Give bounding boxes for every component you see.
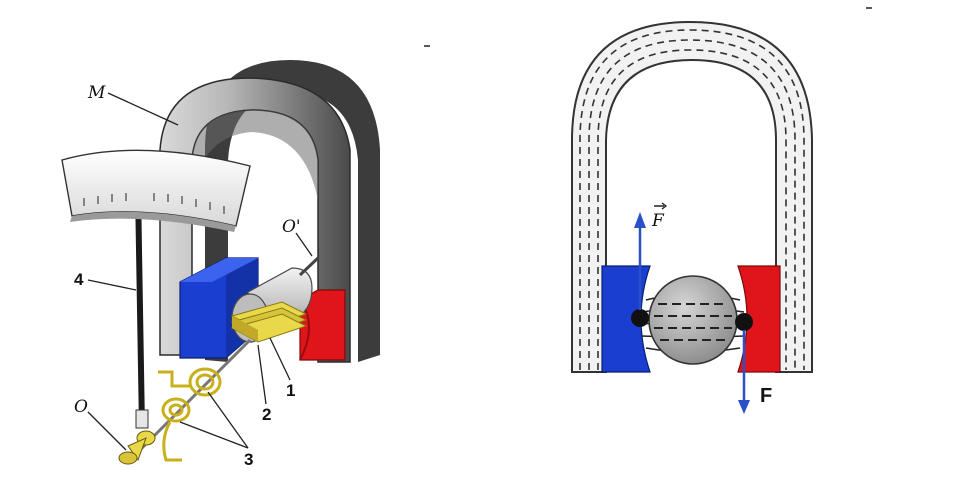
axis-top-line [298,256,320,277]
shaft [138,338,252,452]
force-up-arrow [634,212,646,310]
label-core: 2 [262,405,271,424]
label-springs: 3 [244,450,253,469]
label-axis-top: O' [282,217,301,237]
label-force-down: F [760,385,772,407]
horseshoe-outline [571,20,813,373]
spiral-springs [158,367,222,462]
conductor-left [631,309,649,327]
label-magnet: M [87,83,106,103]
scale-dial [61,149,251,232]
force-down-arrow [738,330,750,414]
core-circle [648,275,738,365]
moving-coil [230,301,308,343]
south-pole [737,265,781,373]
core-dashes [654,303,732,341]
arrow-icon [634,212,646,228]
galvanometer-3d: M O' 4 O 1 2 3 [61,60,380,469]
magnet-cross-section: F F [571,20,813,414]
label-axis-bottom: O [74,397,88,417]
force-up-label-group: F [651,202,667,231]
label-pointer: 4 [74,270,84,289]
label-force-up: F [651,211,665,231]
bottom-pivot [118,430,156,465]
conductor-right [735,313,753,331]
label-coil: 1 [286,381,295,400]
leader-lines [87,92,313,451]
field-dashes [579,29,805,370]
